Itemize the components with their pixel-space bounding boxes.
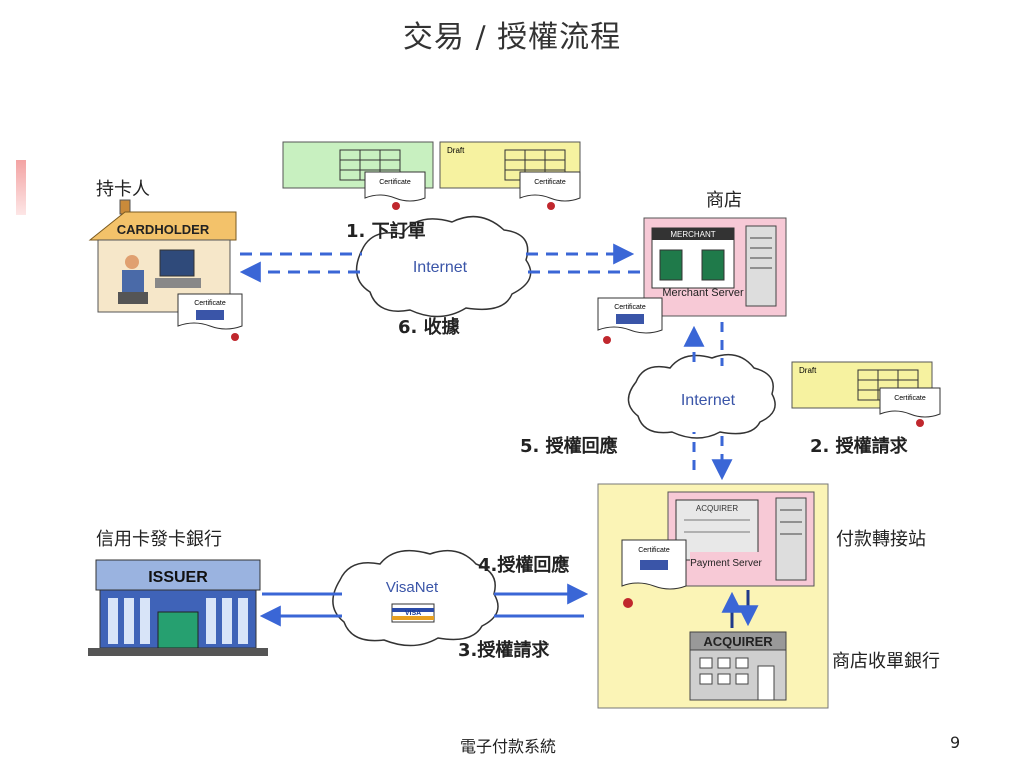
internet-top-label: Internet bbox=[413, 259, 468, 276]
visa-logo: VISA bbox=[405, 610, 421, 617]
svg-text:Merchant Server: Merchant Server bbox=[662, 287, 744, 299]
slide-accent-bar bbox=[16, 160, 26, 215]
draft-label: Draft bbox=[799, 366, 817, 375]
internet-cloud-top: Internet bbox=[355, 215, 532, 318]
visanet-label: VisaNet bbox=[386, 579, 439, 596]
acquirer-bank-label: 商店收單銀行 bbox=[832, 651, 940, 672]
acquirer-sign: ACQUIRER bbox=[703, 634, 773, 649]
certificate-label: Certificate bbox=[894, 395, 926, 402]
certificate-label: Certificate bbox=[534, 179, 566, 186]
certificate-icon: Certificate bbox=[597, 297, 663, 344]
step-3-label: 3.授權請求 bbox=[458, 640, 550, 661]
internet-mid-label: Internet bbox=[681, 392, 736, 409]
visanet-cloud: VisaNet VISA bbox=[332, 549, 499, 647]
certificate-icon: Certificate bbox=[364, 171, 426, 210]
certificate-label: Certificate bbox=[614, 304, 646, 311]
issuer-sign: ISSUER bbox=[148, 569, 208, 586]
step-1-label: 1. 下訂單 bbox=[346, 221, 426, 242]
issuer-bank-label: 信用卡發卡銀行 bbox=[96, 529, 222, 550]
step-6-label: 6. 收據 bbox=[398, 317, 460, 338]
certificate-label: Certificate bbox=[379, 179, 411, 186]
cardholder-label: 持卡人 bbox=[96, 179, 150, 200]
merchant-label: 商店 bbox=[706, 190, 742, 211]
merchant-sign: MERCHANT bbox=[670, 230, 715, 239]
step-4-label: 4.授權回應 bbox=[478, 555, 570, 576]
step-2-label: 2. 授權請求 bbox=[810, 436, 908, 457]
footer-text: 電子付款系統 bbox=[460, 737, 557, 756]
payment-server-label: Payment Server bbox=[690, 558, 762, 569]
acquirer-small-sign: ACQUIRER bbox=[696, 504, 738, 513]
internet-cloud-mid: Internet bbox=[627, 353, 776, 439]
cardholder-sign: CARDHOLDER bbox=[117, 222, 210, 237]
merchant-server-label: Merchant Server bbox=[662, 287, 744, 299]
gateway-label: 付款轉接站 bbox=[836, 529, 926, 550]
issuer-bank-icon: ISSUER bbox=[88, 559, 268, 656]
arrow-gateway-acquirer bbox=[721, 590, 759, 628]
acquirer-bank-icon: ACQUIRER bbox=[689, 631, 787, 701]
certificate-icon: Certificate bbox=[879, 387, 941, 427]
certificate-label: Certificate bbox=[638, 547, 670, 554]
draft-label: Draft bbox=[447, 146, 465, 155]
step-5-label: 5. 授權回應 bbox=[520, 436, 618, 457]
merchant-icon: MERCHANT Merchant Server bbox=[643, 217, 787, 317]
payment-gateway-icon: ACQUIRER Payment Server bbox=[667, 491, 815, 587]
slide-title: 交易 / 授權流程 bbox=[402, 20, 622, 55]
certificate-icon: Certificate bbox=[177, 293, 243, 341]
certificate-label: Certificate bbox=[194, 300, 226, 307]
certificate-icon: Certificate bbox=[621, 539, 687, 608]
certificate-icon: Certificate bbox=[519, 171, 581, 210]
page-number: 9 bbox=[950, 733, 961, 752]
